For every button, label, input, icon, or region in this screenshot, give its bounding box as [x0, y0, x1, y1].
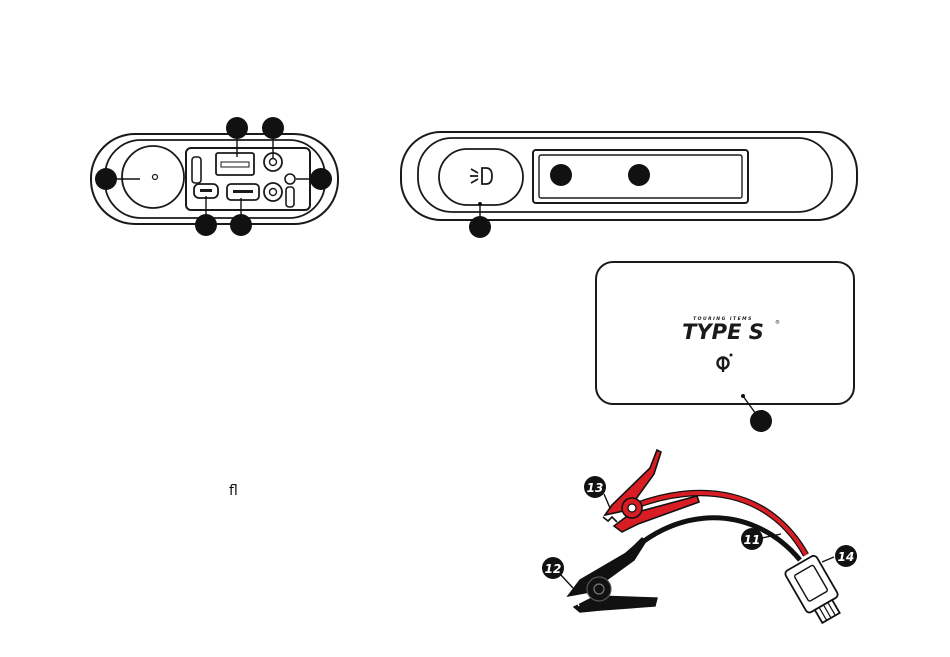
black-clamp-pivot-center	[594, 584, 604, 594]
leader-red-clamp	[604, 494, 610, 508]
power-button-dot	[153, 175, 158, 180]
red-clamp-teeth	[603, 517, 617, 522]
leader-dot	[741, 394, 745, 398]
callout-marker	[262, 117, 284, 139]
port-indicator-slot	[192, 157, 201, 183]
dc-input-port-pin	[270, 159, 277, 166]
jumper-cable-assembly: 13 12 11 14	[542, 450, 857, 627]
top-side-view	[401, 132, 857, 238]
callout-13-label: 13	[587, 481, 604, 495]
hdmi-port-tongue	[233, 190, 253, 193]
callout-marker	[750, 410, 772, 432]
brand-logo: TYPE S	[682, 320, 764, 344]
jack-port	[285, 174, 295, 184]
callout-marker	[226, 117, 248, 139]
callout-marker	[230, 214, 252, 236]
flashlight-button	[439, 149, 523, 205]
callout-marker	[95, 168, 117, 190]
callout-marker	[550, 164, 572, 186]
black-clamp	[566, 538, 657, 612]
callout-marker	[195, 214, 217, 236]
leader-connector	[822, 557, 834, 562]
callout-marker	[469, 216, 491, 238]
red-clamp-pivot-center	[628, 504, 636, 512]
usb-a-port-tongue	[221, 162, 249, 167]
brand-registered-mark: ®	[775, 319, 780, 326]
dc-output-port-pin	[270, 189, 277, 196]
port-side-view	[91, 117, 338, 236]
front-view: TOURING ITEMS TYPE S ®	[596, 262, 854, 432]
black-clamp-lower-jaw	[574, 596, 657, 612]
side-indicator-slot	[286, 187, 294, 207]
callout-12-label: 12	[545, 562, 562, 576]
leader-dot	[478, 202, 482, 206]
callout-marker	[310, 168, 332, 190]
smart-connector	[784, 554, 847, 627]
usb-c-port-tongue	[200, 189, 212, 192]
stray-text: fl	[229, 483, 238, 499]
leader-black-clamp	[560, 574, 573, 588]
callout-11-label: 11	[744, 533, 761, 547]
callout-marker	[628, 164, 650, 186]
red-cable-fill	[632, 493, 806, 555]
callout-14-label: 14	[838, 550, 855, 564]
